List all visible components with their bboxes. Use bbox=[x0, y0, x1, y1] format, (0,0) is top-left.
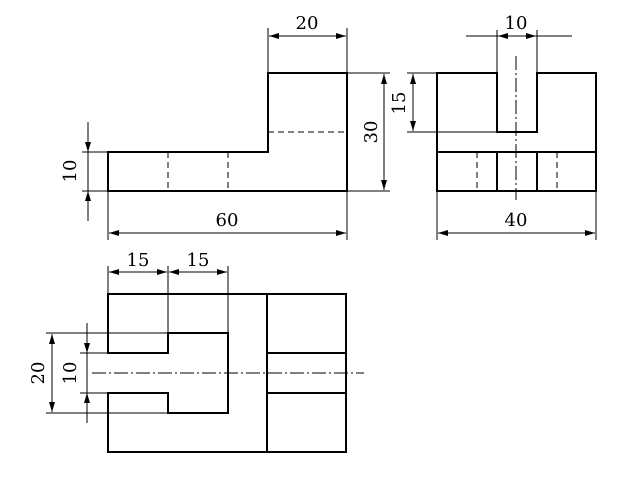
dim-overall-width-label: 40 bbox=[505, 210, 528, 231]
dim-overall-length: 60 bbox=[107, 191, 348, 240]
dim-notch-step-1-label: 15 bbox=[127, 250, 150, 271]
dim-outer-slot-label: 20 bbox=[28, 362, 49, 385]
dim-slot-depth: 15 bbox=[389, 72, 497, 133]
dim-slot-width: 10 bbox=[466, 13, 572, 73]
dim-total-height-label: 30 bbox=[361, 121, 382, 144]
dim-inner-slot: 10 bbox=[60, 323, 108, 423]
dim-notch-steps: 15 15 bbox=[107, 250, 229, 333]
dim-outer-slot: 20 bbox=[28, 332, 168, 414]
dim-upright-width: 20 bbox=[267, 13, 348, 73]
dim-overall-width: 40 bbox=[436, 191, 597, 240]
dim-slot-depth-label: 15 bbox=[389, 92, 410, 115]
dim-upright-width-label: 20 bbox=[296, 13, 319, 34]
side-view: 10 15 40 bbox=[389, 13, 597, 240]
dim-total-height: 30 bbox=[347, 72, 390, 192]
dim-inner-slot-label: 10 bbox=[60, 362, 81, 385]
dim-slot-width-label: 10 bbox=[505, 13, 528, 34]
dim-overall-length-label: 60 bbox=[216, 210, 239, 231]
dim-notch-step-2-label: 15 bbox=[187, 250, 210, 271]
front-view: 20 30 10 60 bbox=[60, 13, 390, 240]
dim-base-height-label: 10 bbox=[60, 160, 81, 183]
top-view: 15 15 10 20 bbox=[28, 250, 364, 453]
dim-base-height: 10 bbox=[60, 122, 108, 221]
